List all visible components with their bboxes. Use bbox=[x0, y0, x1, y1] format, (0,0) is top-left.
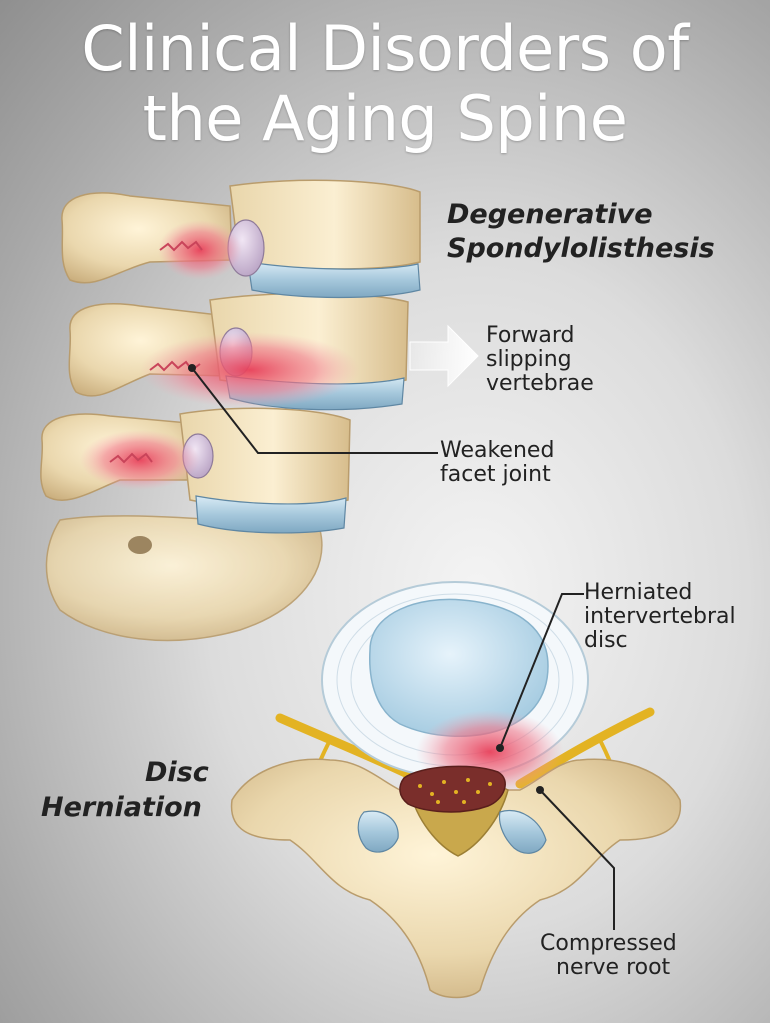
intervertebral-disc bbox=[195, 495, 347, 534]
compressed-nerve-label: Compressed nerve root bbox=[540, 931, 677, 980]
herniation-heading-line-2: Herniation bbox=[41, 792, 202, 823]
lateral-spine bbox=[40, 179, 479, 642]
facet-surface bbox=[357, 810, 399, 853]
facet-joint-label: Weakened facet joint bbox=[440, 438, 555, 487]
inflammation bbox=[140, 332, 360, 408]
forward-slip-label: Forward slipping vertebrae bbox=[486, 323, 594, 396]
disc-leader-line bbox=[496, 593, 584, 752]
intervertebral-disc bbox=[247, 261, 421, 299]
herniated-material-dots bbox=[418, 778, 492, 804]
facet-surface bbox=[498, 810, 547, 854]
page-title-line-2: the Aging Spine bbox=[142, 82, 628, 155]
herniated-disc-label: Herniated intervertebral disc bbox=[584, 580, 736, 653]
spondylolisthesis-heading-line-2: Spondylolisthesis bbox=[447, 233, 715, 264]
sacrum bbox=[45, 515, 323, 642]
bone-spur bbox=[159, 240, 203, 252]
inflammation bbox=[80, 430, 200, 490]
facet-leader-line bbox=[188, 364, 438, 454]
inflammation bbox=[158, 220, 242, 280]
forward-slip-arrow bbox=[409, 324, 479, 388]
nerve-leader-line bbox=[536, 786, 615, 930]
foramen bbox=[128, 536, 152, 554]
nerve-root bbox=[275, 713, 425, 785]
spondylolisthesis-heading: Degenerative bbox=[447, 199, 653, 230]
page-title: Clinical Disorders of bbox=[81, 12, 689, 85]
nucleus-pulposus bbox=[369, 598, 549, 737]
herniated-material bbox=[399, 765, 506, 813]
bone-spur bbox=[109, 452, 153, 464]
herniation-heading: Disc bbox=[145, 757, 209, 788]
